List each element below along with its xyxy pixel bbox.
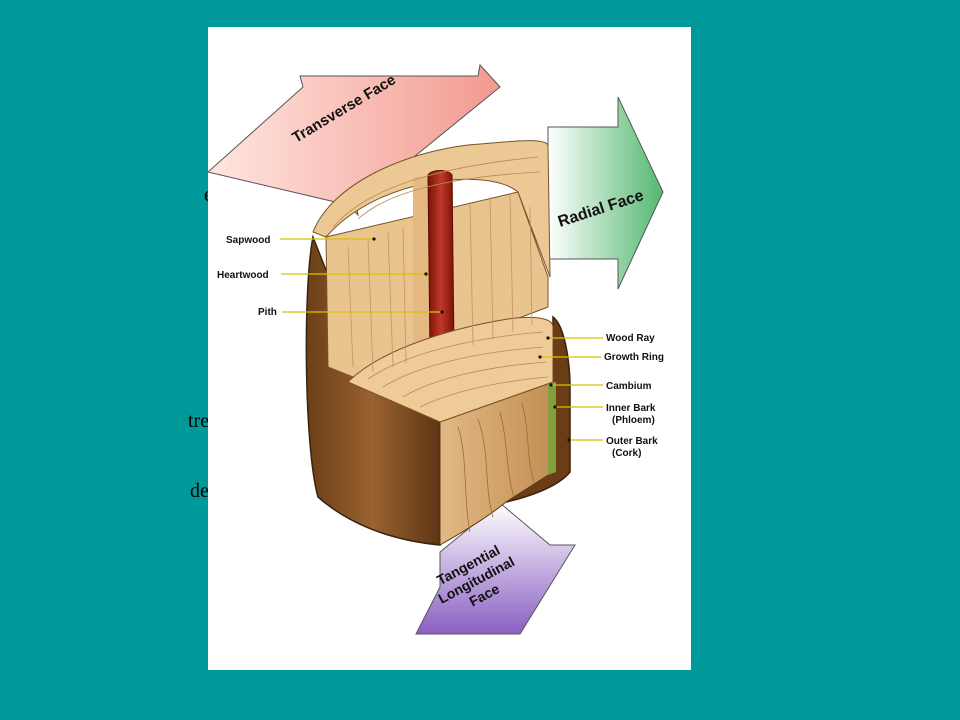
wood-ray-label: Wood Ray [606,333,655,344]
cambium-label: Cambium [606,381,652,392]
inner-bark-label: Inner Bark [606,403,656,414]
sapwood-dot [372,237,376,241]
pith-dot [440,310,444,314]
growth-ring-dot [538,355,542,359]
slide-text-fragment-3: de [190,480,209,502]
outer-bark-sublabel: (Cork) [612,448,641,459]
growth-ring-label: Growth Ring [604,352,664,363]
log-illustration [305,140,571,546]
wood-diagram: Transverse Face Radial Face Tangential L… [208,63,664,635]
heartwood-dot [424,272,428,276]
pith-label: Pith [258,307,277,318]
sapwood-label: Sapwood [226,235,270,246]
right-callouts: Wood Ray Growth Ring Cambium Inner Bark … [538,333,664,459]
cambium-dot [549,383,553,387]
inner-bark-dot [553,405,557,409]
inner-bark-sublabel: (Phloem) [612,415,655,426]
radial-face-arrow: Radial Face [547,96,664,290]
heartwood-label: Heartwood [217,270,269,281]
left-callouts: Sapwood Heartwood Pith [217,235,444,318]
outer-bark-label: Outer Bark [606,436,658,447]
transverse-face-arrow: Transverse Face [208,63,501,217]
outer-bark-dot [567,438,571,442]
tangential-face-arrow: Tangential Longitudinal Face [415,502,576,635]
wood-ray-dot [546,336,550,340]
tree-cross-section-figure: Transverse Face Radial Face Tangential L… [208,27,691,670]
